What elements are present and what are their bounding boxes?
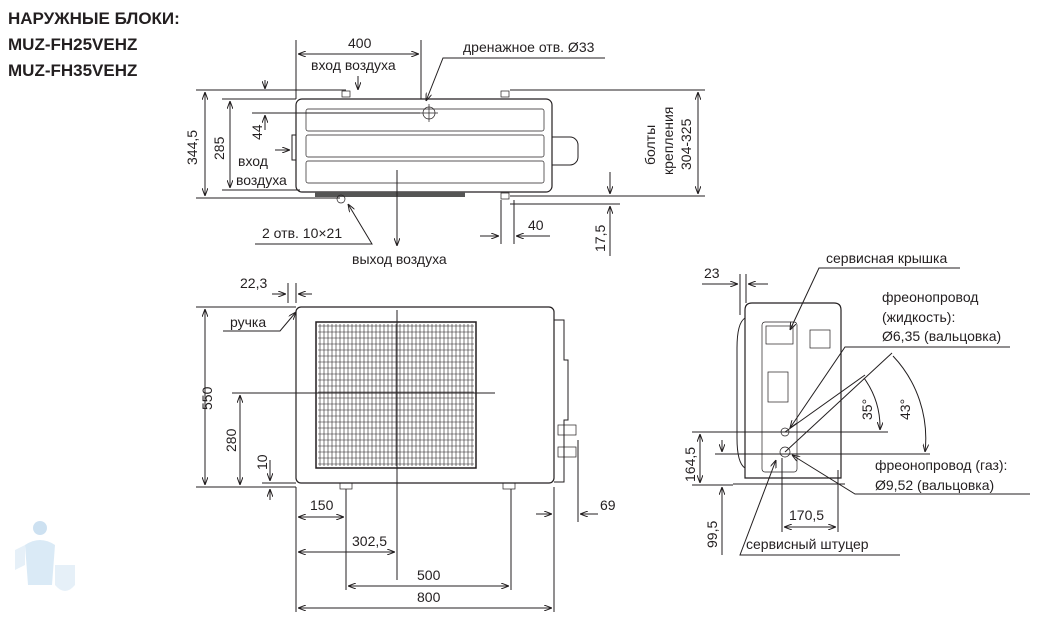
service-cover-label: сервисная крышка: [826, 250, 947, 266]
liquid-line-label-1: фреонопровод: [882, 289, 978, 305]
liquid-line-label-2: (жидкость):: [882, 309, 955, 325]
dim-height-550: 550: [199, 386, 215, 410]
dim-40: 40: [528, 217, 544, 233]
dim-99-5: 99,5: [704, 521, 720, 548]
dim-500: 500: [417, 567, 441, 583]
fan-guard-edge: [315, 192, 465, 197]
gas-valve-icon: [779, 446, 791, 458]
dim-23: 23: [704, 265, 720, 281]
dim-280: 280: [223, 428, 239, 452]
dim-17-5: 17,5: [592, 225, 608, 252]
dim-width-400: 400: [348, 35, 372, 51]
side-view-body: [744, 302, 842, 479]
angle-35: 35°: [859, 399, 875, 420]
side-view: 23 сервисная крышка фреонопровод (жидкос…: [682, 250, 1030, 556]
dim-69: 69: [600, 497, 616, 513]
holes-label: 2 отв. 10×21: [262, 225, 342, 241]
handle-label: ручка: [230, 314, 266, 330]
angle-43: 43°: [897, 399, 913, 420]
air-outlet-label: выход воздуха: [352, 251, 447, 267]
dim-164-5: 164,5: [682, 447, 698, 482]
dim-10: 10: [254, 454, 270, 470]
bolts-label-2: крепления: [660, 107, 676, 175]
bolts-label-1: болты: [642, 125, 658, 165]
dim-302-5: 302,5: [352, 533, 387, 549]
bolts-label-3: 304-325: [678, 118, 694, 170]
title-line-2: MUZ-FH25VEHZ: [8, 35, 137, 54]
air-inlet-side-label-2: воздуха: [236, 172, 287, 188]
plumber-mascot-logo: [15, 521, 75, 591]
air-inlet-side-label-1: вход: [238, 153, 268, 169]
front-view: 22,3 ручка 550 280 10 150 302,5 500 800 …: [196, 275, 616, 612]
dim-depth-344-5: 344,5: [184, 130, 200, 165]
top-view: 400 вход воздуха дренажное отв. Ø33 344,…: [184, 35, 705, 267]
dim-150: 150: [310, 497, 334, 513]
title-line-1: НАРУЖНЫЕ БЛОКИ:: [8, 9, 180, 28]
air-inlet-top-label: вход воздуха: [311, 57, 396, 73]
fan-grille-lines: [318, 324, 474, 466]
gas-line-label-1: фреонопровод (газ):: [875, 457, 1007, 473]
diagram-title: НАРУЖНЫЕ БЛОКИ: MUZ-FH25VEHZ MUZ-FH35VEH…: [8, 9, 180, 80]
service-port-label: сервисный штуцер: [746, 536, 869, 552]
drain-hole-label: дренажное отв. Ø33: [463, 39, 595, 55]
dim-170-5: 170,5: [789, 507, 824, 523]
dim-depth-285: 285: [211, 136, 227, 160]
liquid-line-label-3: Ø6,35 (вальцовка): [882, 328, 1001, 344]
dim-22-3: 22,3: [240, 275, 267, 291]
gas-line-label-2: Ø9,52 (вальцовка): [875, 477, 994, 493]
dim-44: 44: [249, 124, 265, 140]
title-line-3: MUZ-FH35VEHZ: [8, 61, 137, 80]
dim-800: 800: [417, 589, 441, 605]
